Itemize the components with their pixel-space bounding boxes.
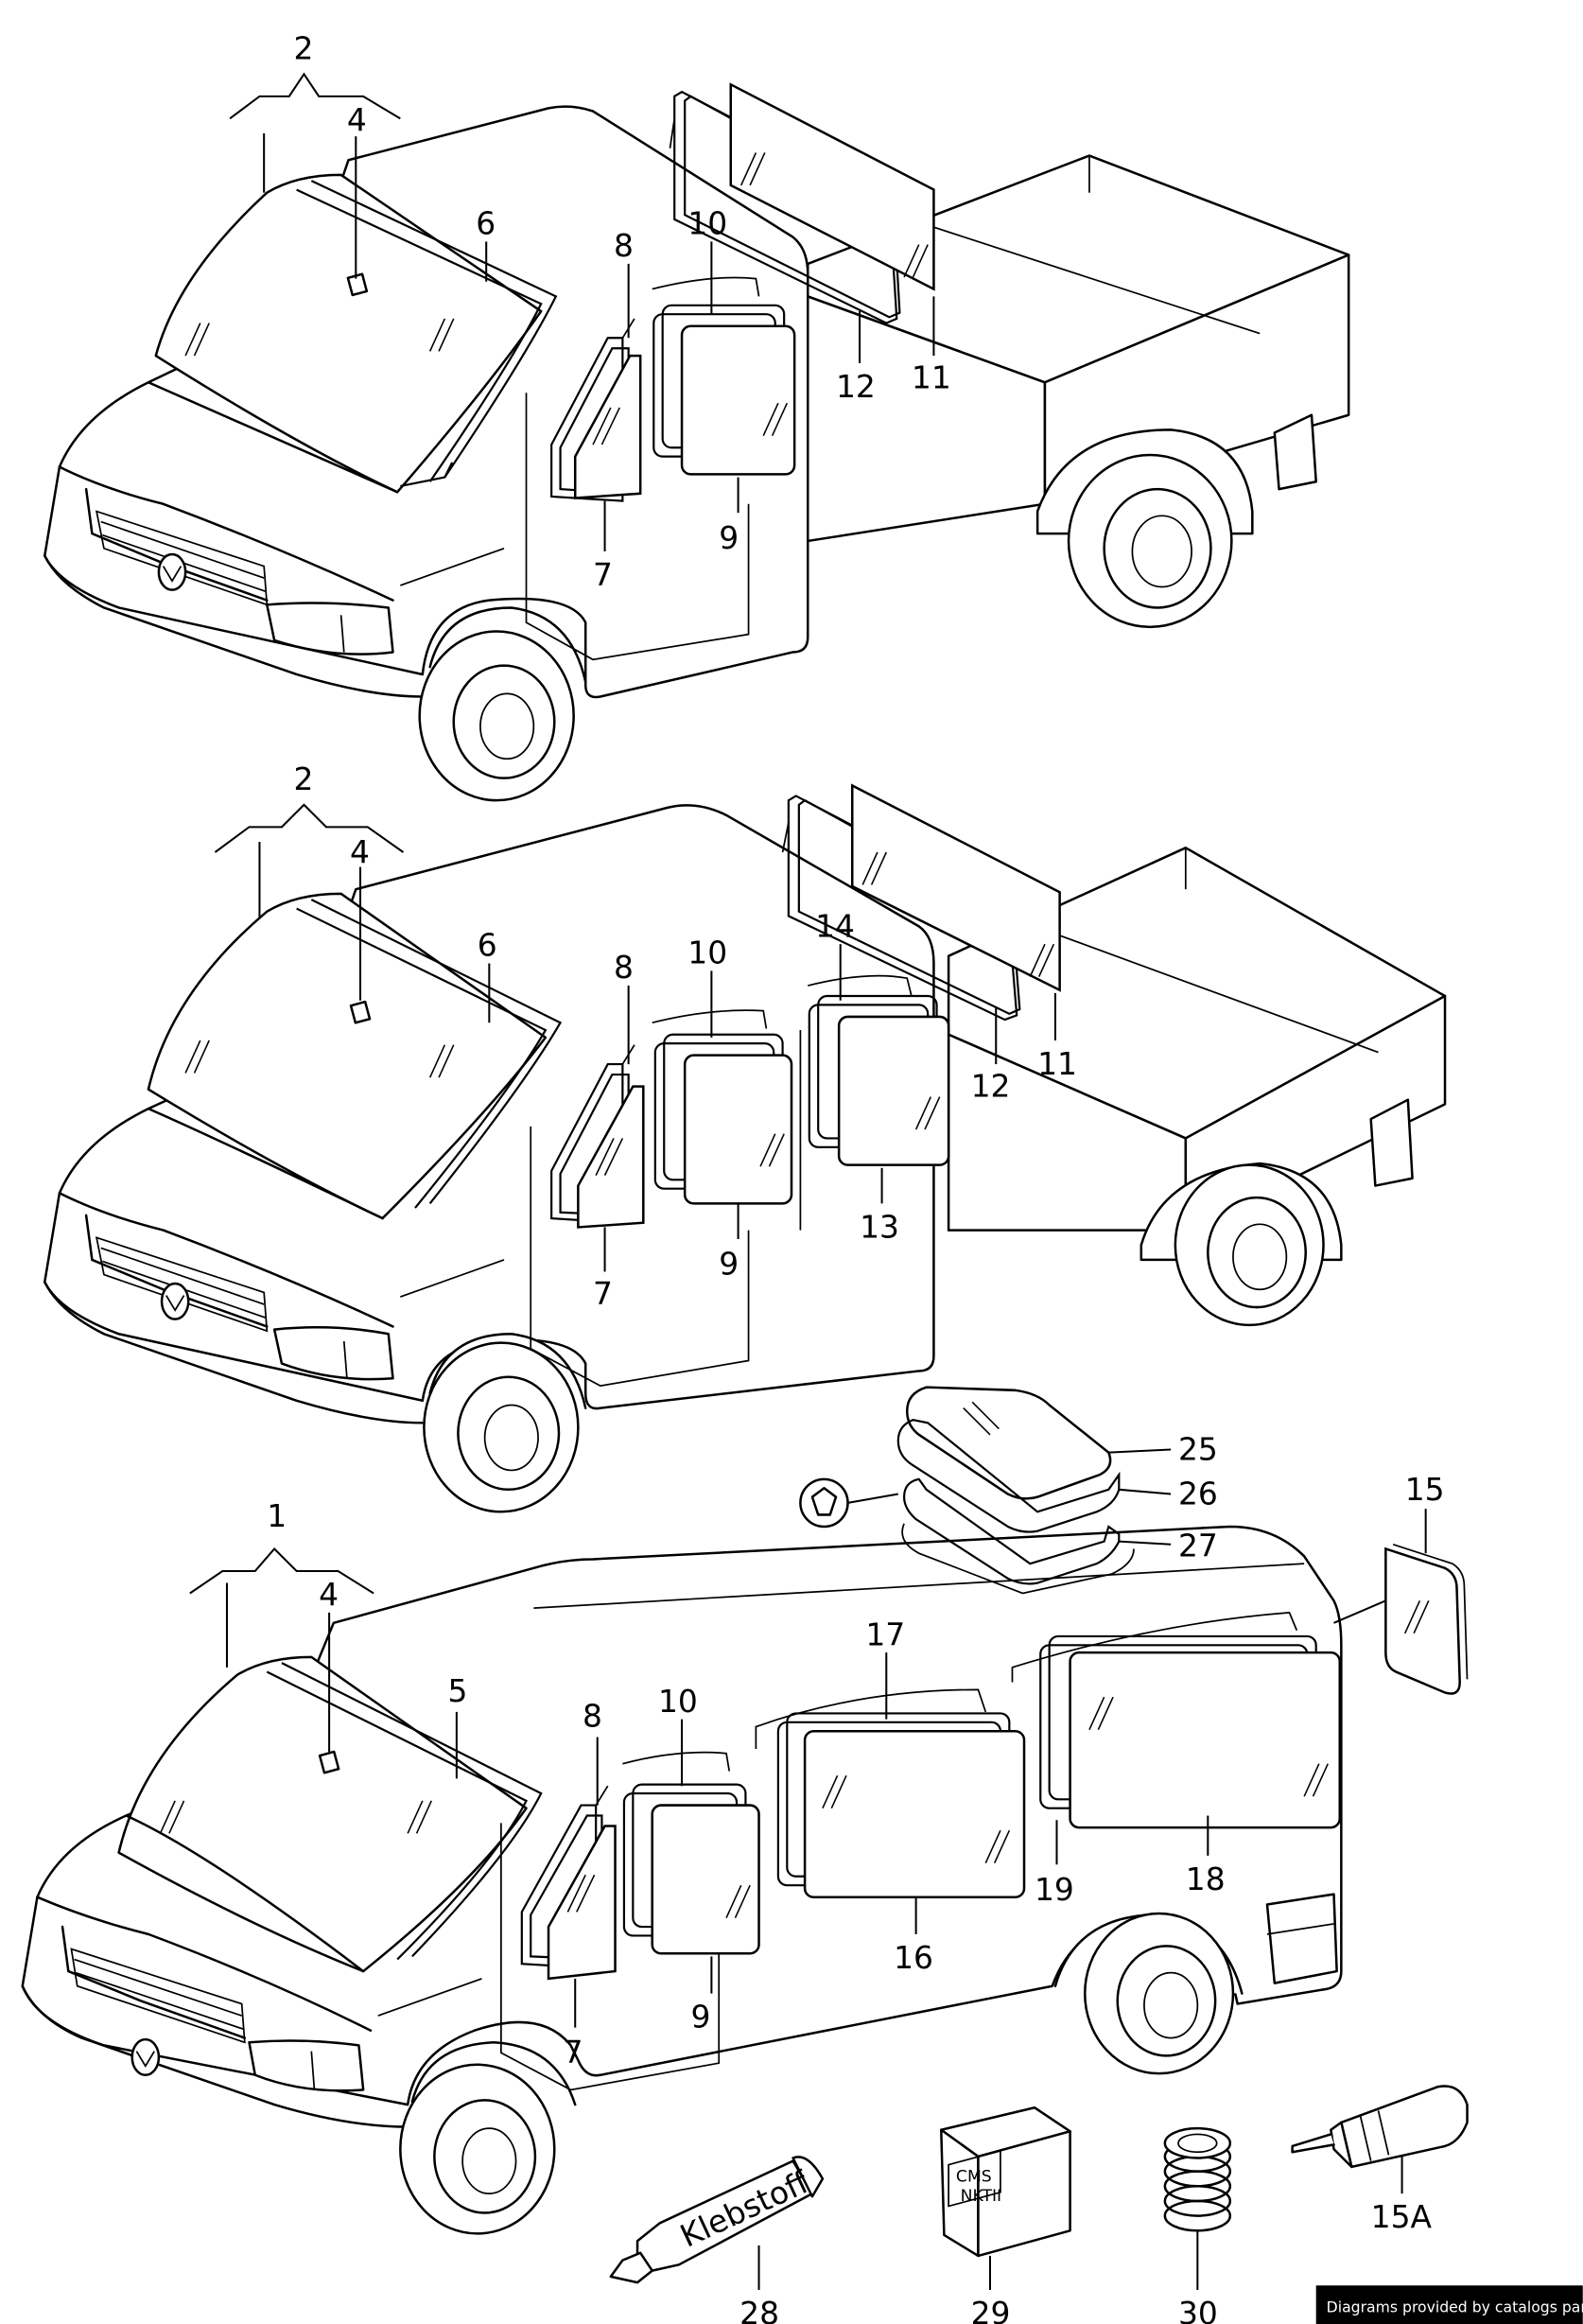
callout-2: 2 — [293, 30, 313, 67]
callout-12: 12 — [971, 1068, 1011, 1105]
van-windscreen-seal — [266, 1662, 543, 1961]
callout-30: 30 — [1178, 2295, 1218, 2324]
van-middle-window — [755, 1688, 1026, 1898]
mirror-sensor-2 — [349, 1000, 372, 1024]
side-window-15 — [1384, 1543, 1469, 1695]
callout-16: 16 — [894, 1939, 933, 1976]
callout-6: 6 — [476, 205, 496, 242]
callout-28: 28 — [739, 2295, 779, 2324]
windscreen-seal-2 — [296, 899, 563, 1209]
box-label-1: CMS — [956, 2168, 992, 2187]
callout-7: 7 — [593, 1275, 613, 1312]
door-window — [550, 318, 642, 502]
callout-1: 1 — [267, 1497, 287, 1534]
callout-15: 15 — [1405, 1471, 1445, 1508]
van — [21, 1523, 1343, 2235]
callout-8: 8 — [614, 949, 634, 986]
van-rear-side-window — [1011, 1611, 1342, 1829]
quarter-window — [652, 276, 796, 476]
mirror-sensor — [346, 272, 369, 297]
cab-body — [43, 105, 809, 802]
callout-7: 7 — [564, 2034, 583, 2071]
callout-10: 10 — [687, 205, 727, 242]
callout-13: 13 — [860, 1208, 899, 1245]
callout-numbers: 2 4 6 8 10 7 9 12 11 2 4 6 8 10 14 7 9 1… — [267, 30, 1444, 2324]
flatbed-2 — [947, 847, 1447, 1327]
leader-lines — [189, 72, 1427, 2290]
callout-11: 11 — [912, 359, 951, 396]
rear-window — [669, 82, 935, 324]
callout-12: 12 — [836, 368, 876, 405]
callout-18: 18 — [1186, 1861, 1226, 1897]
callout-17: 17 — [865, 1616, 905, 1652]
product-box: CMS NKTII — [940, 2106, 1071, 2258]
callout-4: 4 — [347, 101, 367, 138]
cab-body-2 — [43, 804, 935, 1513]
adhesive-tube: Klebstoff — [609, 2156, 825, 2284]
callout-8: 8 — [614, 227, 634, 264]
box-label-2: NKTII — [961, 2187, 1002, 2206]
callout-7: 7 — [593, 556, 613, 593]
callout-15a: 15A — [1371, 2198, 1433, 2235]
callout-6: 6 — [478, 927, 497, 964]
flatbed — [806, 154, 1350, 629]
callout-10: 10 — [658, 1683, 698, 1720]
callout-9: 9 — [719, 519, 739, 556]
callout-25: 25 — [1178, 1430, 1218, 1467]
double-cab-pickup — [43, 783, 1447, 1513]
callout-14: 14 — [815, 907, 855, 944]
footer-credit: Diagrams provided by catalogs parts — [1315, 2285, 1583, 2324]
van-mirror-sensor — [318, 1750, 340, 1774]
callout-11: 11 — [1037, 1045, 1077, 1082]
cartridge — [1291, 2085, 1469, 2169]
footer-credit-text: Diagrams provided by catalogs parts — [1327, 2298, 1583, 2315]
callout-4: 4 — [350, 833, 370, 870]
callout-27: 27 — [1178, 1527, 1218, 1564]
callout-2: 2 — [293, 760, 313, 797]
van-door-window — [520, 1785, 617, 1981]
callout-19: 19 — [1035, 1871, 1074, 1908]
van-quarter-window — [622, 1751, 760, 1955]
callout-10: 10 — [687, 935, 727, 971]
callout-29: 29 — [971, 2295, 1011, 2324]
door-window-2 — [550, 1044, 645, 1229]
rear-cab-window-2 — [808, 974, 950, 1166]
roof-vent — [799, 1386, 1121, 1585]
callout-9: 9 — [690, 1999, 710, 2036]
single-cab-pickup — [43, 82, 1350, 802]
rear-window-2 — [781, 783, 1061, 1022]
windscreen-seal — [296, 180, 558, 488]
callout-26: 26 — [1178, 1475, 1218, 1511]
callout-8: 8 — [583, 1698, 602, 1735]
callout-5: 5 — [447, 1672, 467, 1709]
clip-icon — [799, 1477, 849, 1529]
callout-4: 4 — [319, 1576, 339, 1613]
spacer-coil — [1163, 2126, 1232, 2232]
callout-9: 9 — [719, 1246, 739, 1283]
